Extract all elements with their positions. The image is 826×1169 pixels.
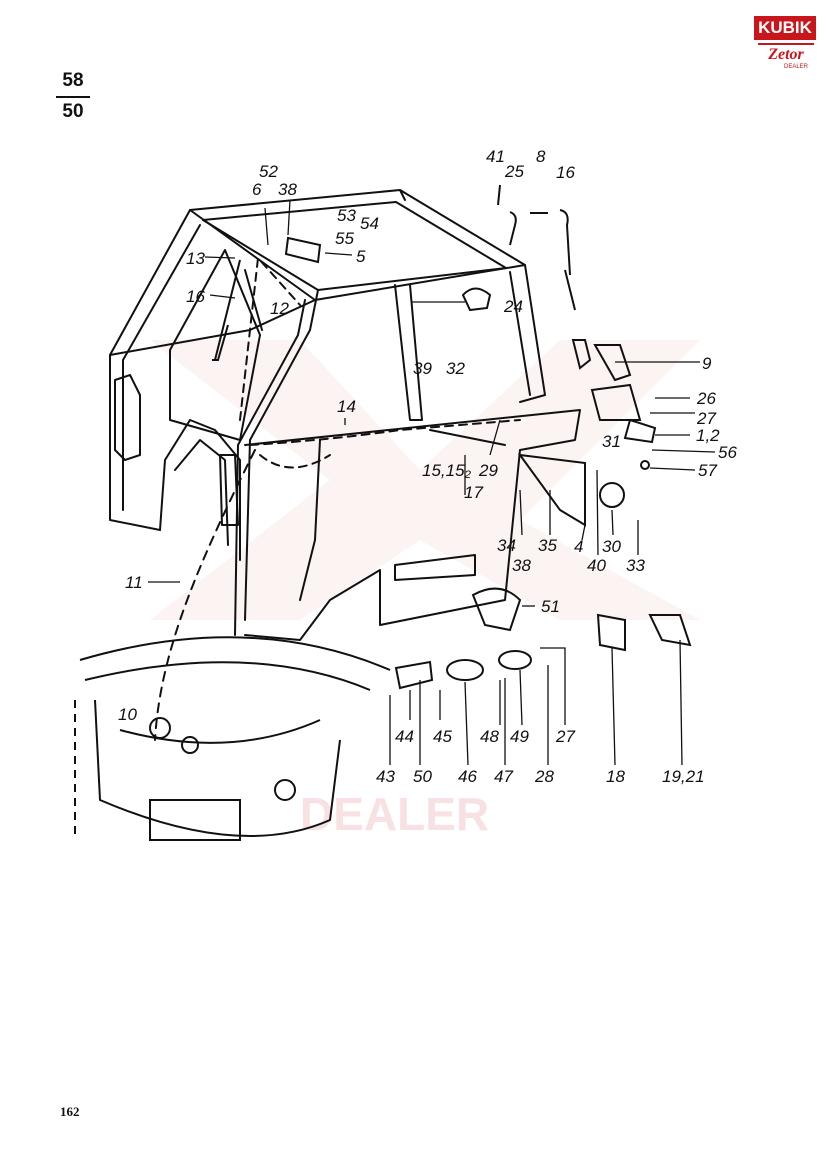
callout-label: 4 — [574, 537, 583, 556]
callout-label: 34 — [497, 536, 516, 555]
callout-label: 18 — [606, 767, 625, 786]
callout-label: 51 — [541, 597, 560, 616]
callout-label: 38 — [278, 180, 297, 199]
brand-name: KUBIK — [754, 16, 816, 40]
callout-label: 13 — [186, 249, 205, 268]
callout-label: 55 — [335, 229, 354, 248]
page-reference-top: 58 — [62, 70, 84, 91]
cab-frame — [109, 189, 581, 741]
callout-label: 11 — [125, 573, 143, 592]
callout-label: 41 — [486, 147, 505, 166]
callout-label: 40 — [587, 556, 606, 575]
callout-label: 14 — [337, 397, 356, 416]
callout-label: 57 — [698, 461, 717, 480]
page-reference-divider — [56, 96, 90, 98]
callout-label: 56 — [718, 443, 737, 462]
callout-label: 53 — [337, 206, 356, 225]
callout-label: 27 — [696, 409, 716, 428]
callout-label: 54 — [360, 214, 379, 233]
callout-label: 29 — [478, 461, 498, 480]
callout-label: 32 — [446, 359, 465, 378]
sub-brand-label: DEALER — [784, 64, 809, 70]
page-reference: 58 50 — [56, 70, 90, 123]
callout-label: 9 — [702, 354, 712, 373]
callout-label: 6 — [252, 180, 262, 199]
callout-label: 24 — [503, 297, 523, 316]
callout-label: 16 — [186, 287, 205, 306]
callout-label: 35 — [538, 536, 557, 555]
dashboard — [74, 636, 391, 841]
callout-label: 19,21 — [662, 767, 705, 786]
callout-label: 8 — [536, 147, 546, 166]
callout-label: 52 — [259, 162, 278, 181]
leader-lines — [148, 199, 716, 766]
callout-label: 28 — [534, 767, 554, 786]
callout-label: 50 — [413, 767, 432, 786]
brand-logo: KUBIK Zetor DEALER — [754, 16, 816, 72]
watermark-text: DEALER — [300, 788, 489, 840]
callout-label: 49 — [510, 727, 529, 746]
callout-label: 26 — [696, 389, 716, 408]
upper-parts — [212, 184, 632, 382]
callout-label: 10 — [118, 705, 137, 724]
callout-label: 25 — [504, 162, 524, 181]
callout-labels: 52 6 38 53 54 55 5 41 25 8 16 13 16 12 2… — [118, 147, 737, 786]
callout-label: 45 — [433, 727, 452, 746]
callout-label: 5 — [356, 247, 366, 266]
callout-label: 12 — [270, 299, 289, 318]
watermark: DEALER — [150, 340, 700, 840]
callout-label: 16 — [556, 163, 575, 182]
page-reference-bottom: 50 — [62, 101, 84, 122]
callout-label: 27 — [555, 727, 575, 746]
callout-label: 31 — [602, 432, 621, 451]
callout-label: 44 — [395, 727, 414, 746]
callout-label: 1,2 — [696, 426, 720, 445]
callout-label: 17 — [464, 483, 483, 502]
callout-label: 43 — [376, 767, 395, 786]
sub-brand-name: Zetor — [758, 43, 814, 67]
page-number: 162 — [60, 1104, 80, 1119]
callout-label: 33 — [626, 556, 645, 575]
callout-label: 38 — [512, 556, 531, 575]
callout-label: 48 — [480, 727, 499, 746]
callout-label: 46 — [458, 767, 477, 786]
callout-label: 47 — [494, 767, 513, 786]
callout-label: 30 — [602, 537, 621, 556]
callout-label: 39 — [413, 359, 432, 378]
callout-label: 15,15₂ — [422, 461, 472, 480]
